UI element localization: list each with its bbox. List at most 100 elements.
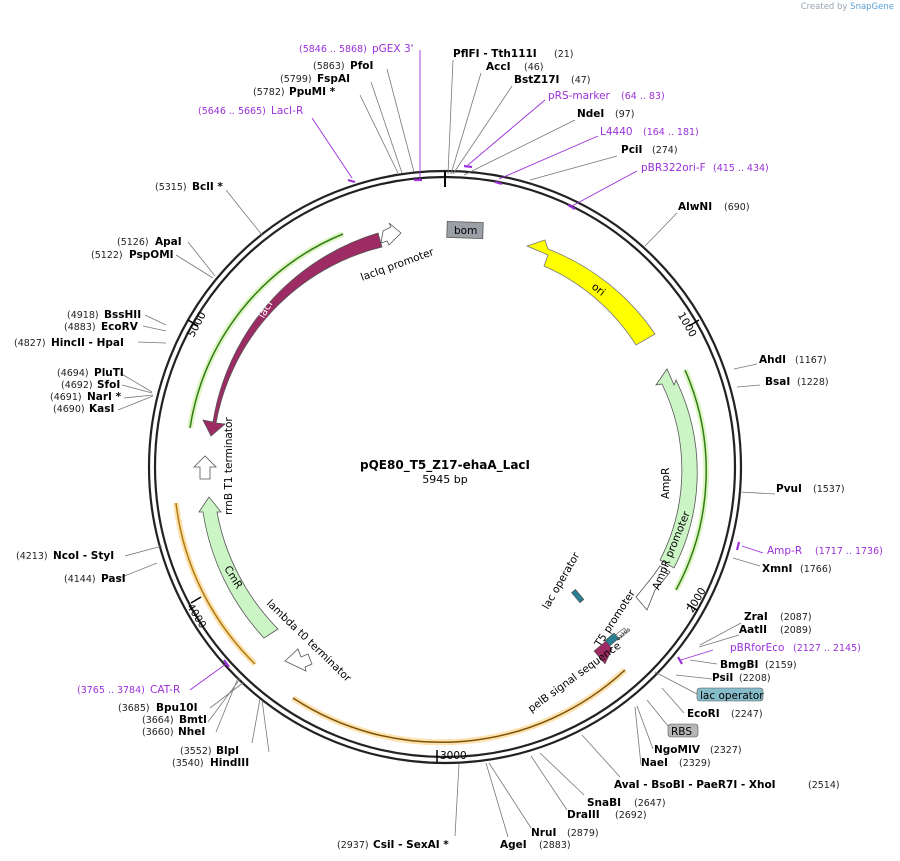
site-agei: AgeI (500, 839, 527, 851)
site-sfoi-pos: (4692) (61, 380, 93, 391)
site-pluti: PluTI (94, 367, 124, 379)
primer-marks (223, 164, 741, 668)
rbs-box[interactable] (667, 723, 699, 738)
site-pluti-pos: (4694) (57, 368, 89, 379)
ampR-promoter-arrow[interactable] (635, 565, 671, 611)
site-pasi: PasI (101, 573, 126, 585)
primer-leaders (189, 50, 764, 691)
insert-dna-arc (292, 669, 626, 744)
site-labels: PflFI - Tth111I (21) AccI (46) BstZ17I (… (14, 48, 845, 851)
lac-operator-label: lac operator (540, 550, 583, 612)
site-psii: PsiI (712, 672, 733, 684)
site-alwni: AlwNI (678, 201, 712, 213)
site-avai-pos: (2514) (808, 780, 840, 791)
site-snabi: SnaBI (587, 797, 621, 809)
primer-prs-marker: pRS-marker (548, 90, 611, 102)
site-naei-pos: (2329) (679, 758, 711, 769)
site-csii-pos: (2937) (337, 840, 369, 851)
plasmid-size: 5945 bp (422, 473, 467, 486)
site-bsshii-pos: (4918) (67, 310, 99, 321)
site-nari: NarI * (87, 391, 122, 403)
site-apai: ApaI (155, 236, 182, 248)
created-by-credit: Created by SnapGene (800, 2, 894, 12)
site-pflfi-pos: (21) (554, 49, 574, 60)
site-ncoi: NcoI - StyI (53, 550, 114, 562)
cmR-feature-arrow[interactable] (198, 496, 279, 639)
site-pspomi-pos: (5122) (91, 250, 123, 261)
site-pcii: PciI (621, 144, 642, 156)
site-bcli-pos: (5315) (155, 182, 187, 193)
plasmid-name: pQE80_T5_Z17-ehaA_LacI (360, 458, 530, 473)
site-aatii: AatII (739, 624, 767, 636)
site-fspai: FspAI (317, 73, 350, 85)
rbs-box-leader (646, 699, 669, 727)
site-bmgbi: BmgBI (720, 659, 758, 671)
primer-pbr322ori-f-pos: (415 .. 434) (713, 163, 769, 174)
ampR-feature-arrow[interactable] (655, 368, 698, 569)
site-bstz17i-pos: (47) (571, 75, 591, 86)
primer-pbr322ori-f: pBR322ori-F (641, 162, 706, 174)
bom-feature[interactable] (446, 220, 484, 240)
site-ndei-pos: (97) (615, 109, 635, 120)
ori-feature-arrow[interactable] (525, 239, 656, 346)
lac-operator-small[interactable] (571, 589, 585, 604)
site-ngomiv: NgoMIV (654, 744, 701, 756)
lambda-t0-terminator-arrow (284, 648, 313, 672)
site-ecori: EcoRI (687, 708, 720, 720)
primer-laci-r-pos: (5646 .. 5665) (198, 106, 266, 117)
site-bmti: BmtI (179, 714, 207, 726)
lac-operator-box[interactable] (696, 687, 764, 702)
primer-amp-r: Amp-R (767, 545, 802, 557)
ruler-label-4000: 4000 (184, 602, 208, 631)
site-acci: AccI (486, 61, 510, 73)
site-acci-pos: (46) (524, 62, 544, 73)
ruler-ticks (187, 319, 700, 762)
ruler-label-3000: 3000 (440, 750, 467, 762)
site-ndei: NdeI (577, 108, 604, 120)
lacIq-promoter-arrow[interactable] (380, 222, 402, 246)
site-alwni-pos: (690) (724, 202, 750, 213)
site-nrui: NruI (531, 827, 556, 839)
primer-prs-marker-pos: (64 .. 83) (621, 91, 665, 102)
lambda-t0-terminator-label: lambda t0 terminator (264, 598, 354, 685)
bom-label: bom (454, 225, 477, 237)
rbs-box-label: RBS (671, 726, 692, 738)
site-avai: AvaI - BsoBI - PaeR7I - XhoI (614, 779, 776, 791)
site-ahdi-pos: (1167) (795, 355, 827, 366)
lac-operator-box-label: lac operator (700, 690, 764, 702)
site-bsai: BsaI (765, 376, 790, 388)
rrnB-terminator-label: rrnB T1 terminator (223, 417, 235, 515)
site-naei: NaeI (641, 757, 668, 769)
lacI-feature-arrow[interactable] (202, 232, 383, 437)
primer-cat-r-pos: (3765 .. 3784) (77, 685, 145, 696)
site-kasi: KasI (89, 403, 114, 415)
primer-cat-r: CAT-R (150, 684, 180, 696)
site-ncoi-pos: (4213) (16, 551, 48, 562)
ruler-label-5000: 5000 (186, 310, 209, 339)
site-nrui-pos: (2879) (567, 828, 599, 839)
site-pfoi-pos: (5863) (313, 61, 345, 72)
primer-l4440: L4440 (600, 126, 633, 138)
site-draiii-pos: (2692) (615, 810, 647, 821)
site-zrai: ZraI (744, 611, 768, 623)
pelB-feature-arrow[interactable] (593, 640, 613, 665)
site-pcii-pos: (274) (652, 145, 678, 156)
site-ngomiv-pos: (2327) (710, 745, 742, 756)
site-bmgbi-pos: (2159) (765, 660, 797, 671)
site-aatii-pos: (2089) (780, 625, 812, 636)
site-csii: CsiI - SexAI * (373, 839, 449, 851)
site-ppumi: PpuMI * (289, 86, 336, 98)
site-bstz17i: BstZ17I (514, 74, 559, 86)
cmR-dna-arc (175, 502, 256, 665)
site-snabi-pos: (2647) (634, 798, 666, 809)
primer-laci-r: LacI-R (271, 105, 303, 117)
site-bpu10i: Bpu10I (156, 702, 198, 714)
site-nari-pos: (4691) (50, 392, 82, 403)
site-bsshii: BssHII (104, 309, 141, 321)
site-nhei: NheI (178, 726, 205, 738)
site-nhei-pos: (3660) (142, 727, 174, 738)
site-apai-pos: (5126) (117, 237, 149, 248)
primer-amp-r-pos: (1717 .. 1736) (815, 546, 883, 557)
site-xmni-pos: (1766) (800, 564, 832, 575)
